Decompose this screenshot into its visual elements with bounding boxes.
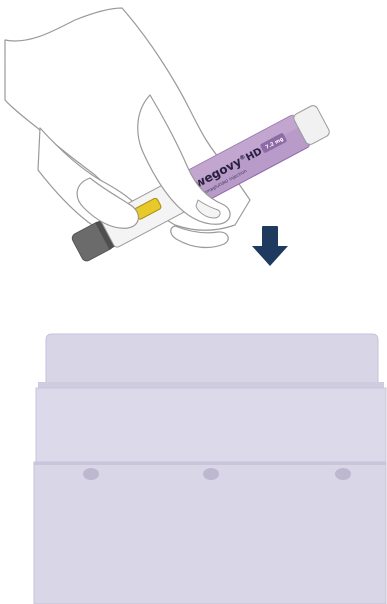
container-back-flap [46, 334, 378, 388]
container-tab-right [335, 468, 351, 480]
container-tab-left [83, 468, 99, 480]
container-opening-band [36, 388, 386, 462]
sharps-disposal-container-icon [34, 334, 386, 604]
container-front [34, 462, 386, 604]
container-tab-center [203, 468, 219, 480]
arrow-down-icon [252, 226, 288, 266]
